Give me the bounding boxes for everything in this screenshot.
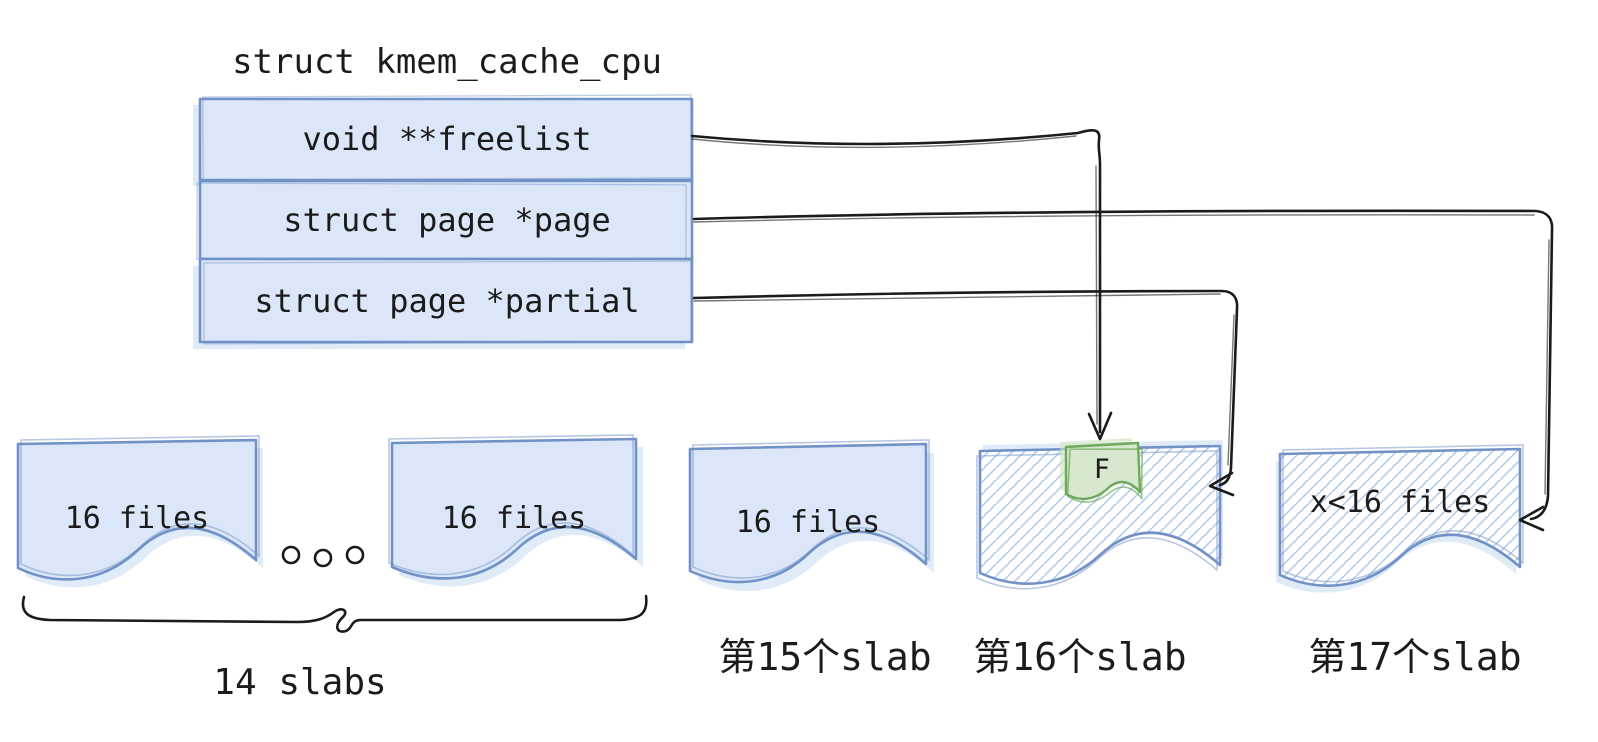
slab-doc-17-label: x<16 files <box>1310 485 1491 520</box>
arrowhead-down-icon <box>1087 411 1113 441</box>
caption-slab-17: 第17个slab <box>1308 635 1521 679</box>
field-label-partial: struct page *partial <box>254 282 639 320</box>
group-brace <box>21 594 648 633</box>
freelist-arrow <box>690 128 1113 441</box>
arrowhead-left-icon <box>1208 471 1235 497</box>
field-label-page: struct page *page <box>283 201 611 239</box>
caption-slab-15: 第15个slab <box>718 635 931 679</box>
slab-doc-15: 16 files <box>688 439 934 592</box>
slab-doc-2-label: 16 files <box>442 501 587 536</box>
free-object-marker: F <box>1060 438 1143 503</box>
slab-doc-1-label: 16 files <box>65 501 210 536</box>
struct-kmem-cache-cpu-box: void **freelist struct page *page struct… <box>193 94 694 349</box>
page-arrow <box>692 209 1554 532</box>
slab-doc-1: 16 files <box>16 435 263 588</box>
arrowhead-left-icon <box>1518 505 1545 532</box>
free-object-label: F <box>1094 454 1110 485</box>
field-row-freelist: void **freelist <box>198 94 694 182</box>
ellipsis-dots-icon <box>281 545 365 568</box>
slab-doc-16 <box>976 440 1223 590</box>
field-row-partial: struct page *partial <box>198 257 694 345</box>
caption-slab-16: 第16个slab <box>973 635 1186 679</box>
slab-doc-15-label: 16 files <box>736 505 881 540</box>
caption-14-slabs: 14 slabs <box>213 662 386 703</box>
slab-doc-17: x<16 files <box>1276 444 1524 593</box>
field-row-page: struct page *page <box>196 179 694 262</box>
field-label-freelist: void **freelist <box>303 120 592 158</box>
slab-doc-2: 16 files <box>388 434 643 587</box>
struct-title: struct kmem_cache_cpu <box>232 42 662 82</box>
